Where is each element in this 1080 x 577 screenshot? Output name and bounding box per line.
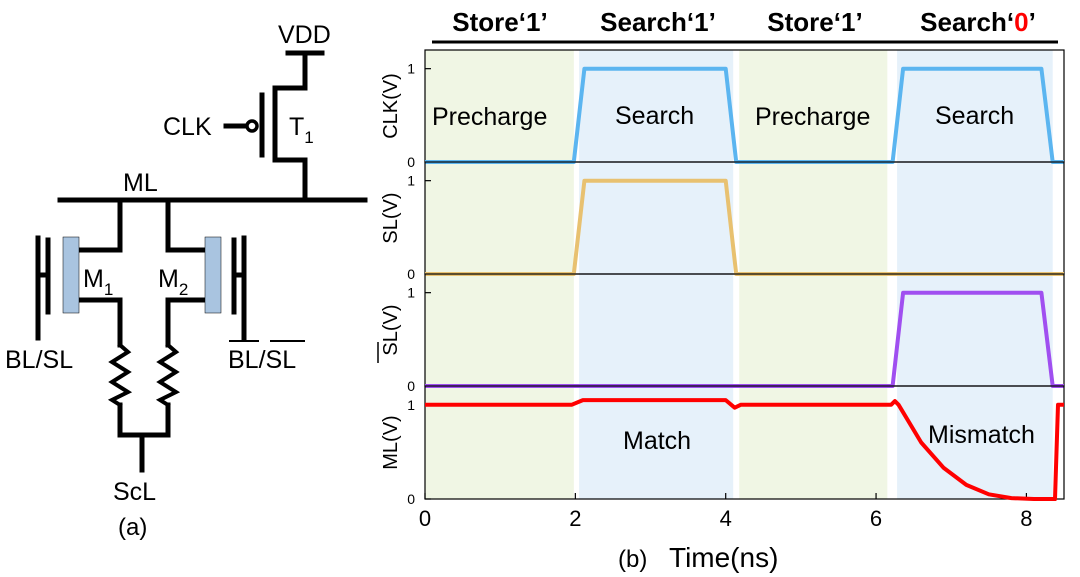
resistor-right xyxy=(155,342,181,408)
x-tick-label: 2 xyxy=(569,506,581,531)
match-label: Match xyxy=(623,427,691,455)
y-axis-label: ML(V) xyxy=(380,415,402,469)
caption-a: (a) xyxy=(118,514,147,541)
scl-label: ScL xyxy=(113,478,156,506)
m1-label: M1 xyxy=(83,265,113,299)
x-tick-label: 4 xyxy=(720,506,732,531)
phase-header: Search‘1’ xyxy=(600,7,716,37)
phase-header: Store‘1’ xyxy=(767,7,862,37)
ml-label: ML xyxy=(123,169,158,197)
x-tick-label: 0 xyxy=(419,506,431,531)
precharge-label: Precharge xyxy=(432,103,547,131)
search-label: Search xyxy=(615,102,694,130)
vdd-label: VDD xyxy=(278,21,331,49)
panel-frame xyxy=(424,385,1065,500)
y-tick-label: 1 xyxy=(407,173,415,189)
m1-cell xyxy=(62,236,80,314)
y-tick-label: 1 xyxy=(407,285,415,301)
y-axis-label: SL(V) xyxy=(380,192,402,243)
x-axis-label: Time(ns) xyxy=(669,542,778,573)
y-tick-label: 0 xyxy=(407,491,415,507)
phase-headers: Store‘1’ Search‘1’ Store‘1’ Search‘0’ xyxy=(432,7,1058,44)
t1-label: T1 xyxy=(289,113,314,147)
clk-label: CLK xyxy=(163,113,212,141)
m2-label: M2 xyxy=(158,265,188,299)
y-tick-label: 0 xyxy=(407,266,415,282)
x-tick-label: 6 xyxy=(870,506,882,531)
y-tick-label: 0 xyxy=(407,378,415,394)
circuit-schematic xyxy=(35,50,368,473)
m2-cell xyxy=(204,236,222,314)
phase-header: Search‘0’ xyxy=(920,7,1036,37)
y-tick-label: 1 xyxy=(407,61,415,77)
y-axis-label: CLK(V) xyxy=(380,73,402,139)
caption-b: (b) xyxy=(618,546,647,573)
y-axis-label: SL(V) xyxy=(380,304,402,355)
y-tick-label: 0 xyxy=(407,154,415,170)
bl-sl-label: BL/SL xyxy=(5,346,73,374)
search-label: Search xyxy=(935,102,1014,130)
phase-header: Store‘1’ xyxy=(452,7,547,37)
blbar-slbar-label: BL/SL xyxy=(228,340,305,374)
trace-line xyxy=(425,398,1064,501)
x-tick-label: 8 xyxy=(1020,506,1032,531)
resistor-left xyxy=(107,342,133,408)
svg-text:BL/SL: BL/SL xyxy=(228,346,296,374)
mismatch-label: Mismatch xyxy=(928,421,1035,449)
y-tick-label: 1 xyxy=(407,397,415,413)
precharge-label: Precharge xyxy=(755,103,870,131)
